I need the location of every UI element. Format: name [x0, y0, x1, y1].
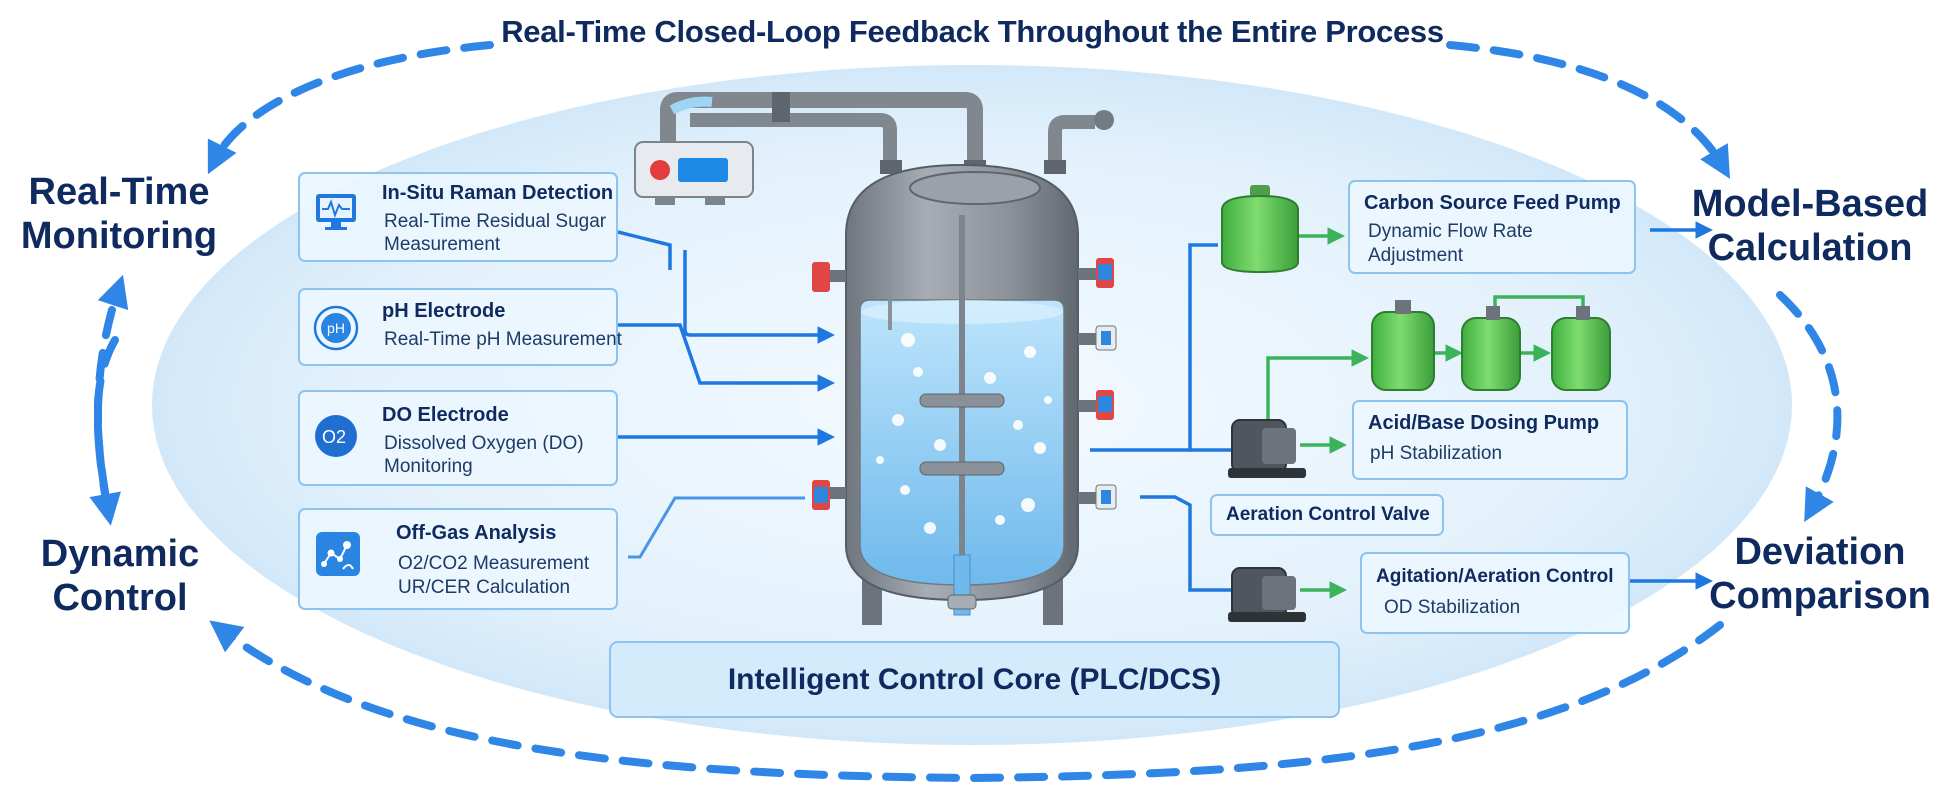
actuator-title: Agitation/Aeration Control [1376, 566, 1614, 587]
actuator-title: Aeration Control Valve [1226, 504, 1430, 525]
stage-model-based-calculation: Model-Based Calculation [1690, 182, 1930, 270]
feedback-loop [89, 41, 1842, 783]
sensor-title: In-Situ Raman Detection [382, 182, 614, 204]
top-piping [660, 92, 1114, 174]
tank-side-ports [812, 258, 1117, 510]
o2-icon-text: O2 [322, 427, 346, 447]
sensor-line: Real-Time Residual Sugar [384, 211, 607, 232]
actuator-title: Carbon Source Feed Pump [1364, 192, 1621, 214]
actuator-agitation-control: Agitation/Aeration Control OD Stabilizat… [1360, 552, 1630, 634]
sensor-off-gas-analysis: Off-Gas Analysis O2/CO2 Measurement UR/C… [298, 508, 618, 610]
stage-line: Real-Time [28, 171, 210, 213]
carbon-feed-tank [1221, 185, 1299, 274]
actuator-line: OD Stabilization [1384, 597, 1521, 618]
agitation-pump [1228, 567, 1306, 622]
actuator-line: Dynamic Flow Rate [1368, 221, 1533, 242]
sensor-line: UR/CER Calculation [398, 577, 571, 598]
stage-deviation-comparison: Deviation Comparison [1705, 530, 1935, 618]
actuator-carbon-feed-pump: Carbon Source Feed Pump Dynamic Flow Rat… [1348, 180, 1636, 274]
dosing-pump [1228, 419, 1306, 478]
monitor-waveform-icon [312, 188, 360, 236]
intelligent-control-core: Intelligent Control Core (PLC/DCS) [609, 641, 1340, 718]
sensor-ph-electrode: pH pH Electrode Real-Time pH Measurement [298, 288, 622, 366]
sensor-title: Off-Gas Analysis [396, 522, 557, 544]
stage-real-time-monitoring: Real-Time Monitoring [14, 170, 224, 258]
molecule-analysis-icon [314, 530, 362, 578]
ph-badge-icon: pH [312, 304, 360, 352]
sensor-line: Monitoring [384, 456, 473, 477]
stage-line: Calculation [1707, 227, 1913, 269]
sensor-raman-detection: In-Situ Raman Detection Real-Time Residu… [298, 172, 618, 262]
stage-line: Model-Based [1691, 183, 1929, 225]
actuator-line: pH Stabilization [1370, 443, 1503, 464]
sensor-line: Real-Time pH Measurement [384, 329, 622, 350]
stage-dynamic-control: Dynamic Control [15, 532, 225, 620]
sensor-line: O2/CO2 Measurement [398, 553, 590, 574]
stage-line: Dynamic [40, 533, 200, 575]
stage-line: Comparison [1709, 575, 1931, 617]
fermenter-tank [845, 163, 1079, 625]
sensor-title: pH Electrode [382, 300, 506, 322]
diagram-title: Real-Time Closed-Loop Feedback Throughou… [501, 14, 1444, 49]
oxygen-icon: O2 [312, 412, 360, 460]
sensor-line: Dissolved Oxygen (DO) [384, 433, 584, 454]
control-panel-box [634, 141, 754, 205]
actuator-aeration-valve: Aeration Control Valve [1210, 494, 1444, 536]
stage-line: Deviation [1734, 531, 1906, 573]
sensor-line: Measurement [384, 234, 501, 255]
stage-line: Control [52, 577, 188, 619]
sensor-do-electrode: O2 DO Electrode Dissolved Oxygen (DO) Mo… [298, 390, 618, 486]
sensor-signal-lines [617, 230, 835, 559]
acid-base-tanks [1371, 300, 1611, 391]
sensor-title: DO Electrode [382, 404, 509, 426]
ph-icon-text: pH [327, 320, 345, 336]
actuator-line: Adjustment [1368, 245, 1464, 266]
stage-line: Monitoring [20, 215, 218, 257]
actuator-signal-lines [1090, 221, 1713, 592]
actuator-title: Acid/Base Dosing Pump [1368, 412, 1600, 434]
actuator-acid-base-pump: Acid/Base Dosing Pump pH Stabilization [1352, 400, 1628, 480]
